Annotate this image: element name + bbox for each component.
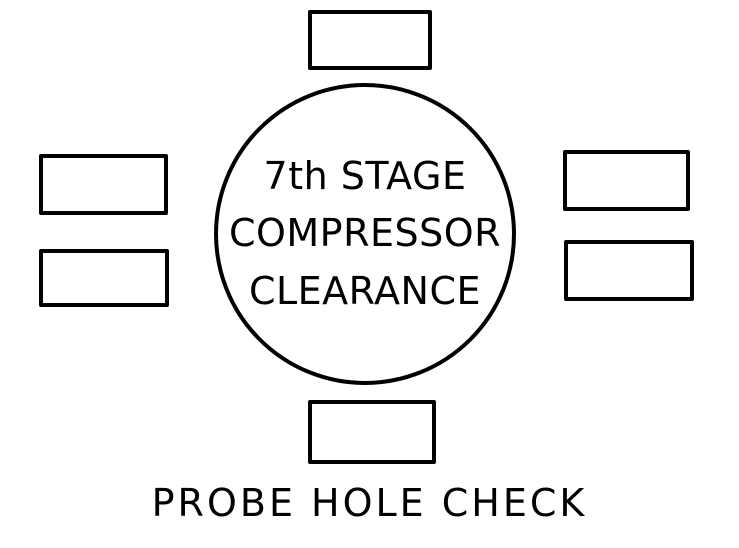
probe-hole-box-top xyxy=(308,10,432,70)
probe-hole-box-bottom xyxy=(308,400,436,464)
probe-hole-box-left-upper xyxy=(39,154,168,215)
center-label-line-2: COMPRESSOR xyxy=(228,211,502,255)
center-label-line-1: 7th STAGE xyxy=(263,154,467,198)
diagram-caption: PROBE HOLE CHECK xyxy=(151,481,588,525)
probe-hole-box-right-lower xyxy=(564,240,694,301)
compressor-clearance-circle: 7th STAGE COMPRESSOR CLEARANCE xyxy=(214,83,516,385)
center-label-line-3: CLEARANCE xyxy=(248,269,482,313)
probe-hole-box-right-upper xyxy=(563,150,690,211)
probe-hole-box-left-lower xyxy=(39,249,169,307)
